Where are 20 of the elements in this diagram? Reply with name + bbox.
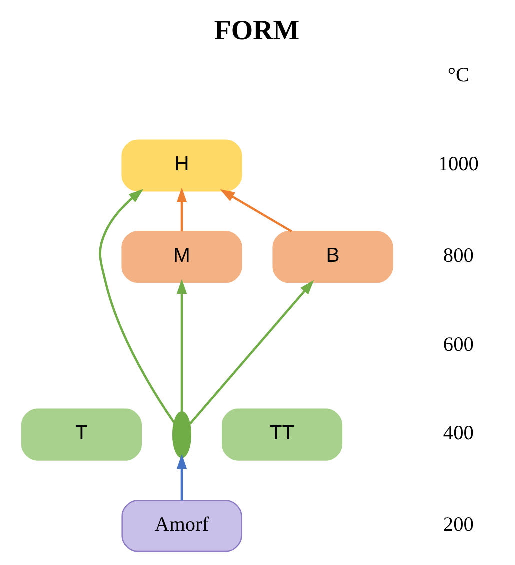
arrow [99,189,176,424]
label: 200 [443,514,474,536]
node-ellipse [172,411,192,458]
node-box: T [21,408,142,461]
label: 1000 [438,154,479,176]
node-box: H [122,140,242,192]
label: 600 [443,334,474,356]
arrow [176,454,188,501]
arrow [176,279,188,412]
label: 800 [443,244,474,267]
arrow [176,188,188,232]
arrow [220,190,292,233]
diagram-title: FORM [214,16,300,47]
node-box: B [272,231,394,284]
node-box: TT [222,408,343,461]
node-box: M [122,231,242,284]
label: 400 [443,422,474,445]
arrow [189,280,314,425]
node-box: Amorf [122,500,242,552]
label: °C [448,64,470,87]
